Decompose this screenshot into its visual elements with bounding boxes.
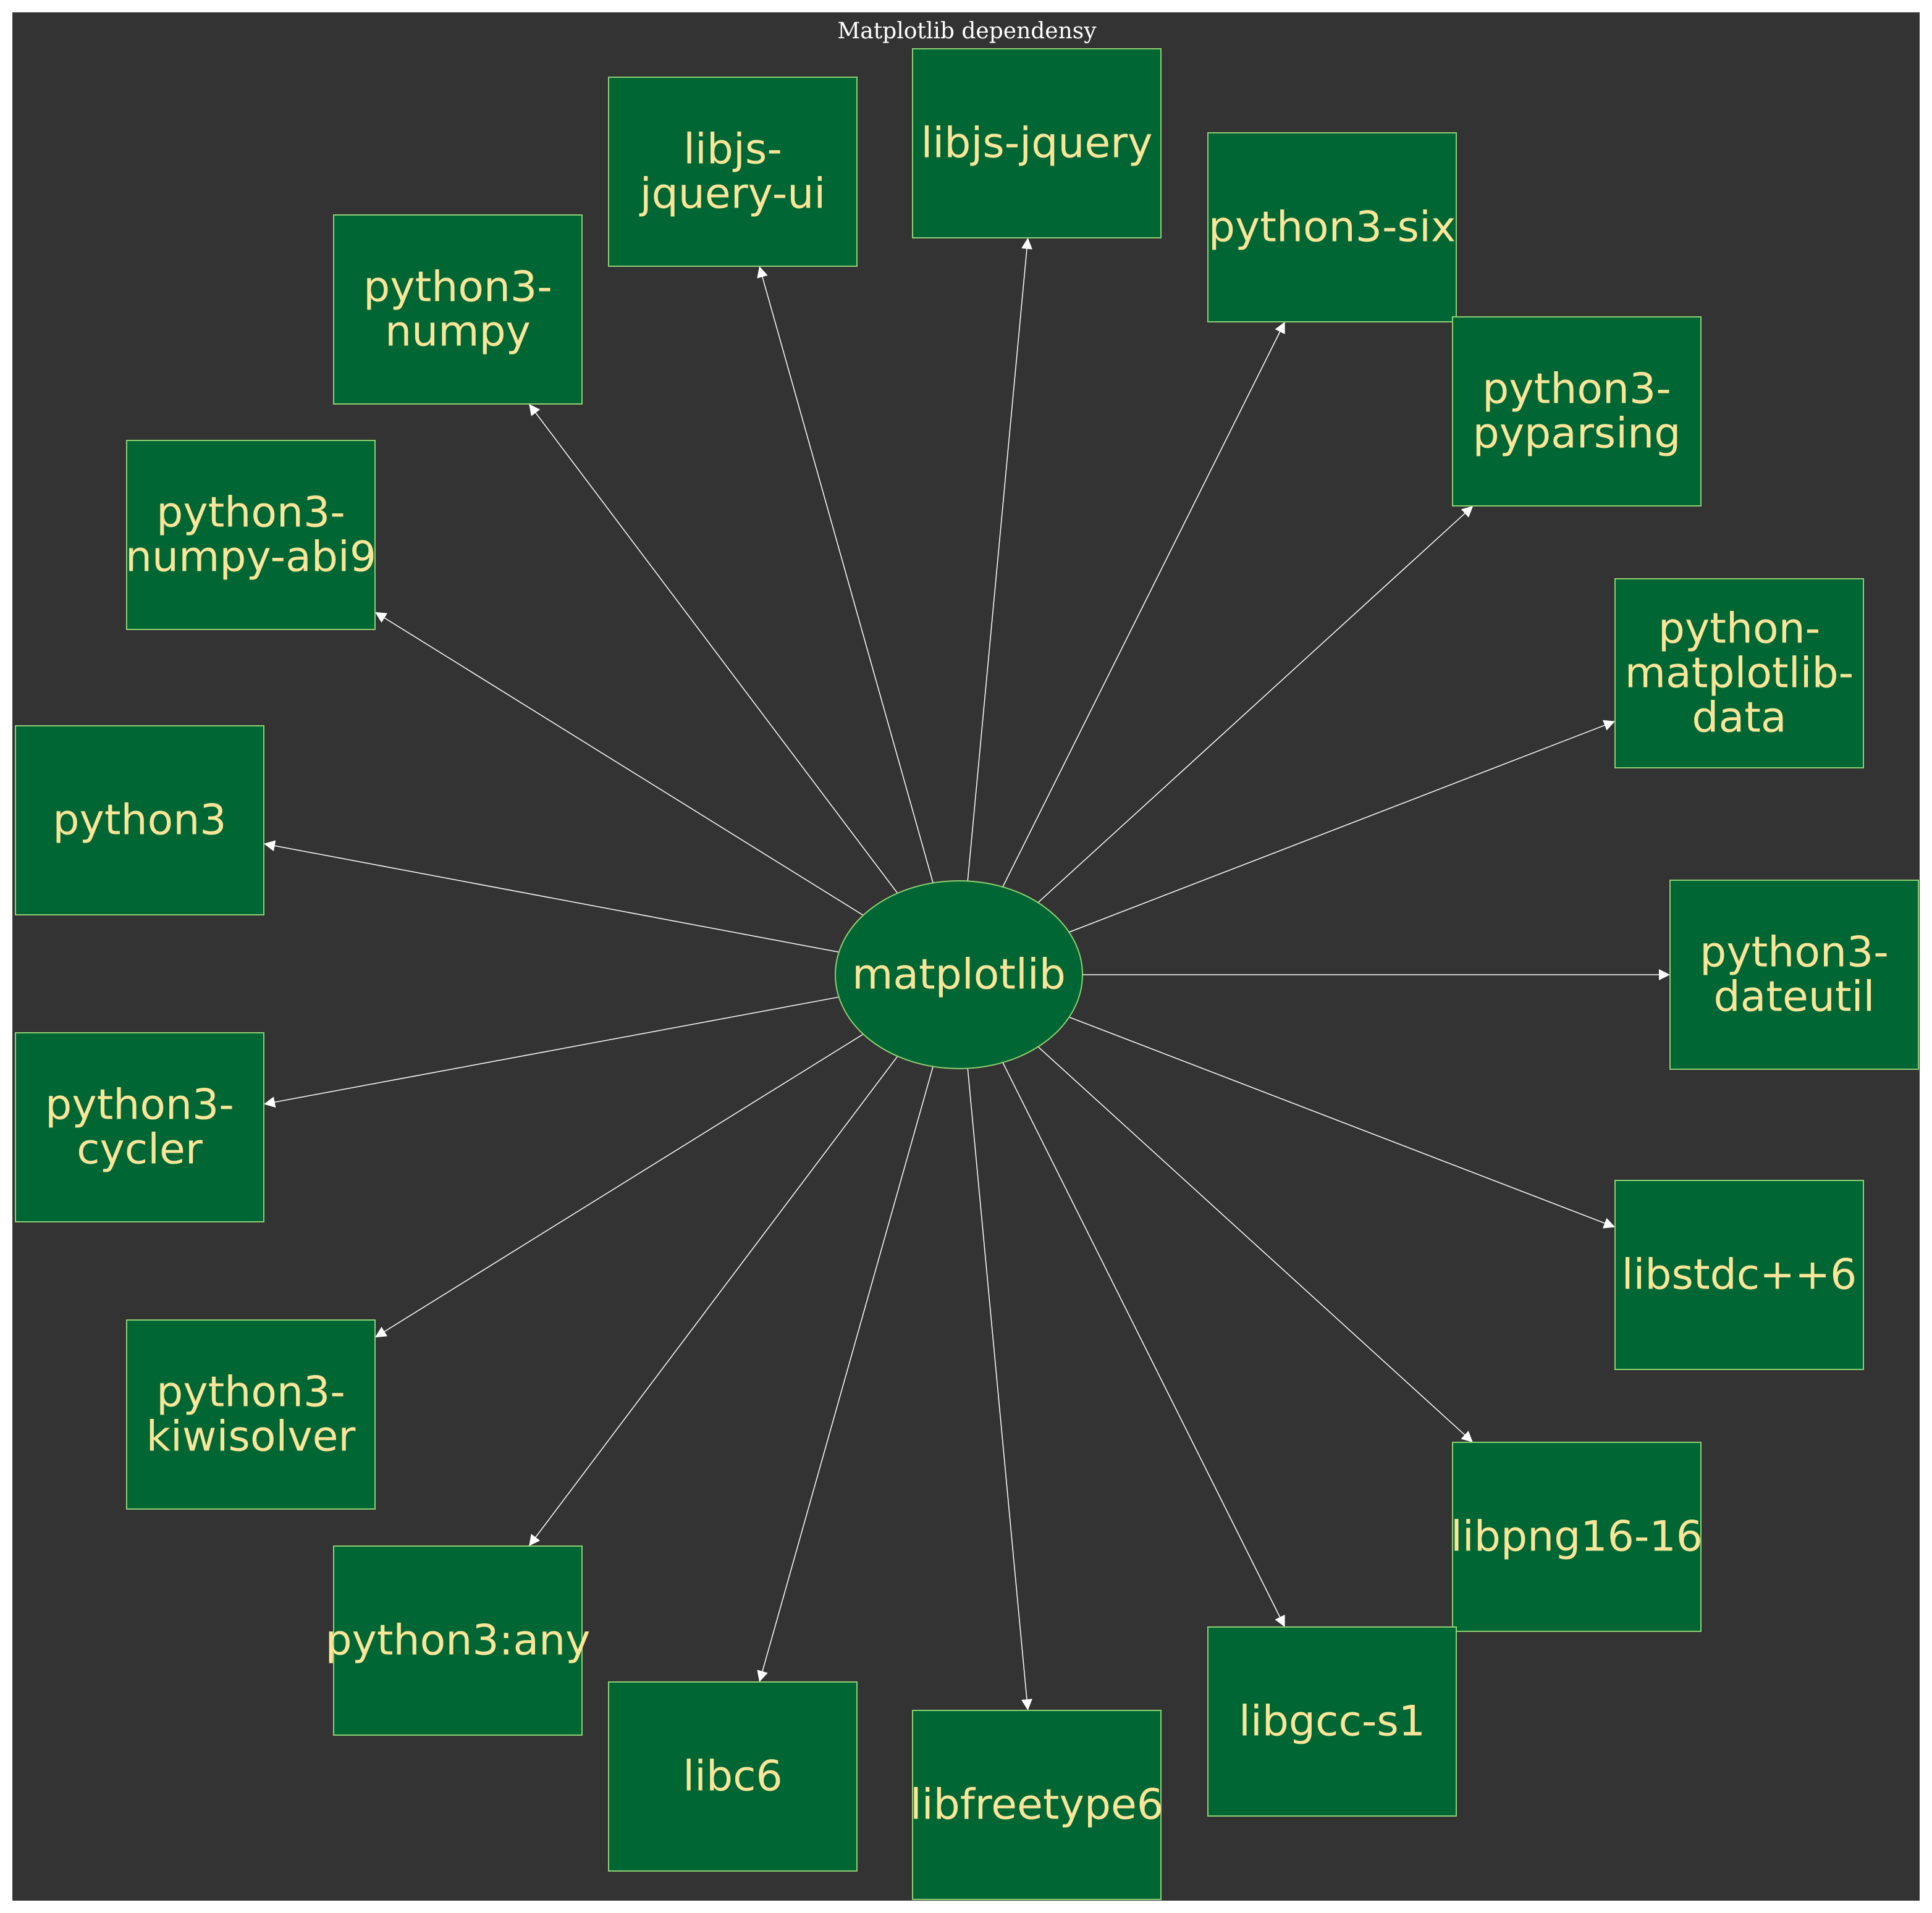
node-label: kiwisolver	[146, 1413, 356, 1461]
diagram-title: Matplotlib dependensy	[837, 19, 1097, 44]
node-python3-pyparsing: python3-pyparsing	[1452, 316, 1702, 507]
edge-matplotlib-to-libjs-jquery-ui	[757, 266, 934, 883]
node-box	[1207, 1626, 1457, 1817]
edge-matplotlib-to-libpng16-16	[1037, 1046, 1474, 1443]
node-box	[1207, 132, 1457, 322]
node-label: libjs-jquery	[921, 119, 1153, 168]
center-node-shape	[835, 880, 1083, 1069]
edge-matplotlib-to-libjs-jquery	[967, 237, 1032, 881]
node-box	[333, 214, 583, 405]
node-label: python3-	[1482, 365, 1671, 414]
node-label: python3-	[363, 263, 552, 312]
node-label: numpy	[385, 308, 531, 356]
node-label: libstdc++6	[1622, 1251, 1857, 1300]
node-python3: python3	[15, 725, 264, 915]
edge-matplotlib-to-python3	[263, 840, 840, 953]
node-label: python3:any	[325, 1617, 590, 1665]
node-python3-numpy-abi9: python3-numpy-abi9	[125, 440, 376, 630]
edge-matplotlib-to-python3-any	[528, 1056, 898, 1547]
center-node-label: matplotlib	[852, 951, 1066, 999]
node-python3-six: python3-six	[1207, 132, 1457, 322]
node-label: python-	[1658, 605, 1820, 654]
nodes-layer: libjs-jquery-ui libjs-jquery python3-six py…	[15, 48, 1919, 1900]
node-python3-kiwisolver: python3-kiwisolver	[126, 1319, 376, 1510]
node-label: python3-	[156, 489, 345, 537]
node-python-matplotlib-data: python-matplotlib-data	[1614, 578, 1864, 768]
node-box	[1614, 578, 1864, 768]
node-label: libpng16-16	[1451, 1513, 1703, 1562]
node-box	[126, 1319, 376, 1510]
node-python3-cycler: python3-cycler	[15, 1032, 264, 1222]
edge-matplotlib-to-python3-kiwisolver	[374, 1033, 864, 1338]
node-libgcc-s1: libgcc-s1	[1207, 1626, 1457, 1817]
edge-matplotlib-to-libgcc-s1	[1002, 1062, 1286, 1628]
node-label: numpy-abi9	[125, 533, 376, 582]
node-box	[1669, 880, 1919, 1070]
node-python3-dateutil: python3-dateutil	[1669, 880, 1919, 1070]
node-box	[15, 1032, 264, 1222]
node-label: matplotlib-	[1625, 649, 1854, 698]
node-box	[1452, 316, 1702, 507]
node-box	[912, 1710, 1162, 1900]
node-box	[1452, 1442, 1702, 1632]
edge-matplotlib-to-python-matplotlib-data	[1069, 720, 1616, 933]
node-label: python3-	[156, 1368, 345, 1417]
node-libjs-jquery: libjs-jquery	[912, 48, 1162, 238]
node-label: dateutil	[1714, 973, 1875, 1022]
node-label: libfreetype6	[910, 1781, 1163, 1830]
edge-matplotlib-to-python3-numpy	[528, 403, 898, 894]
node-label: jquery-ui	[639, 170, 826, 219]
node-label: python3-	[45, 1081, 234, 1130]
node-label: libjs-	[683, 125, 782, 174]
edge-matplotlib-to-libstdc-6	[1069, 1016, 1616, 1229]
node-label: cycler	[77, 1125, 203, 1174]
node-box	[912, 48, 1162, 238]
node-box	[1614, 1180, 1864, 1370]
node-label: libgcc-s1	[1239, 1697, 1425, 1746]
node-box	[15, 725, 264, 915]
node-python3-any: python3:any	[325, 1545, 591, 1736]
node-box	[126, 440, 376, 630]
edge-matplotlib-to-python3-cycler	[263, 996, 839, 1108]
node-python3-numpy: python3-numpy	[333, 214, 583, 405]
node-libstdc-6: libstdc++6	[1614, 1180, 1864, 1370]
node-libc6: libc6	[608, 1681, 858, 1872]
node-libpng16-16: libpng16-16	[1451, 1442, 1703, 1632]
node-box	[608, 77, 858, 267]
node-label: pyparsing	[1473, 410, 1681, 458]
edge-matplotlib-to-python3-six	[1002, 321, 1286, 888]
node-label: libc6	[683, 1752, 783, 1801]
node-label: python3-six	[1209, 203, 1456, 252]
node-label: data	[1692, 694, 1786, 742]
node-label: python3	[53, 796, 226, 845]
edge-matplotlib-to-libfreetype6	[967, 1068, 1032, 1711]
node-box	[333, 1545, 583, 1736]
node-libjs-jquery-ui: libjs-jquery-ui	[608, 77, 858, 267]
edge-matplotlib-to-libc6	[757, 1066, 934, 1683]
node-libfreetype6: libfreetype6	[910, 1710, 1163, 1900]
edge-matplotlib-to-python3-pyparsing	[1037, 505, 1474, 903]
center-node: matplotlib	[835, 880, 1083, 1069]
node-box	[608, 1681, 858, 1872]
node-label: python3-	[1700, 928, 1889, 977]
edge-matplotlib-to-python3-numpy-abi9	[374, 612, 864, 916]
edges-layer	[263, 237, 1670, 1711]
